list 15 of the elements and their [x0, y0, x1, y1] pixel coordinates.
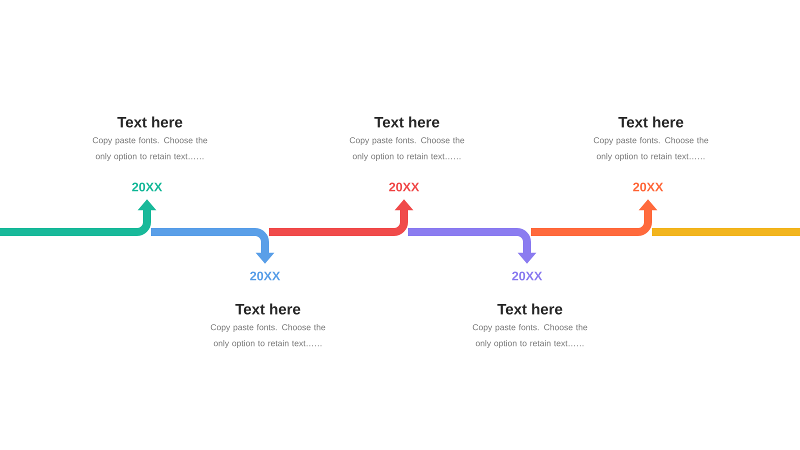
year-label: 20XX	[250, 272, 280, 280]
milestone-heading: Text here	[497, 304, 562, 314]
milestone-description: Copy paste fonts. Choose the only option to retain text……	[472, 324, 588, 348]
milestone-description: Copy paste fonts. Choose the only option to retain text……	[92, 137, 208, 161]
milestone-heading: Text here	[618, 116, 684, 128]
year-label: 20XX	[389, 182, 420, 192]
milestone-heading: Text here	[235, 304, 300, 314]
milestone-description: Copy paste fonts. Choose the only option to retain text……	[350, 137, 464, 161]
year-label: 20XX	[633, 182, 664, 192]
milestone-description: Copy paste fonts. Choose the only option to retain text……	[594, 137, 708, 161]
year-label: 20XX	[132, 182, 162, 192]
milestone-heading: Text here	[374, 116, 440, 128]
milestone-description: Copy paste fonts. Choose the only option to retain text……	[210, 324, 326, 348]
milestone-heading: Text here	[117, 116, 182, 128]
year-label: 20XX	[512, 272, 542, 280]
